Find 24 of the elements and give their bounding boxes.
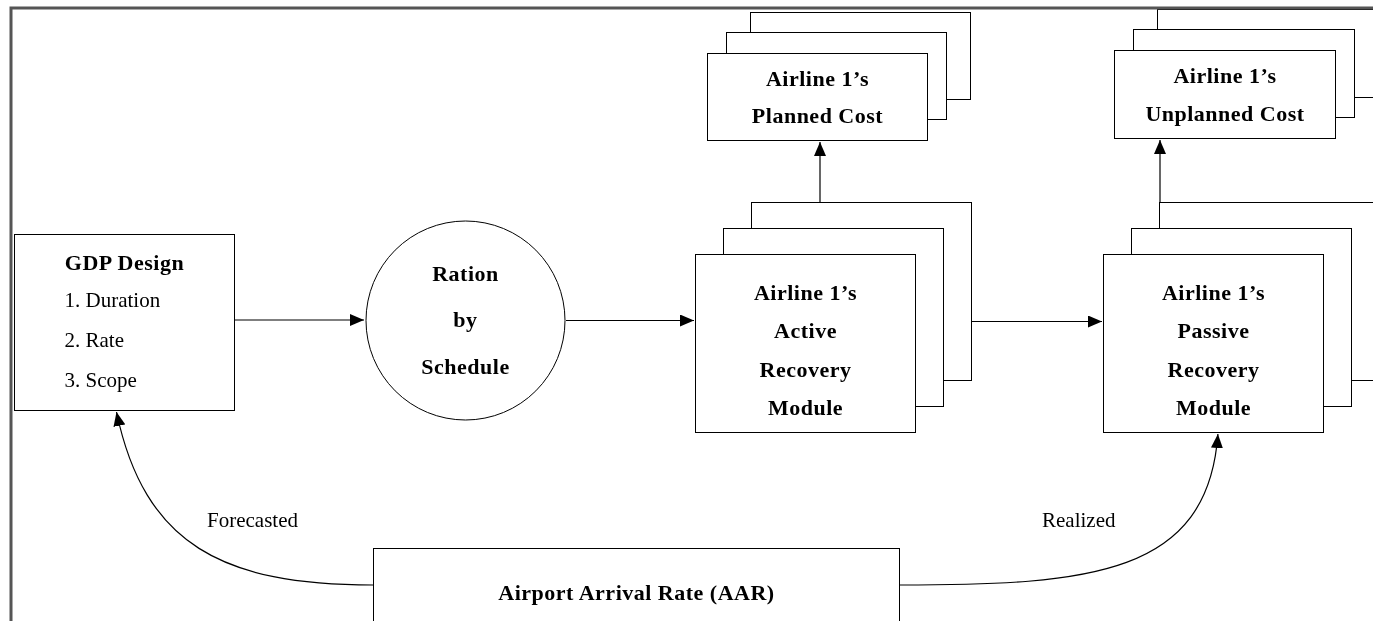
arrow [1154, 139, 1166, 203]
node-title: Airline 1’s Active Recovery Module [752, 278, 859, 422]
process-circle [365, 220, 566, 421]
arrow [565, 314, 695, 327]
stacked-process-box [695, 254, 916, 433]
stacked-process-box [707, 53, 928, 141]
arrow [971, 315, 1103, 328]
process-box [373, 548, 900, 621]
arrow [234, 314, 365, 326]
list-item: 2. Rate [64, 327, 125, 355]
stacked-process-box [1103, 254, 1324, 433]
node-title: Airport Arrival Rate (AAR) [498, 579, 775, 608]
arrow [113, 411, 374, 586]
node-title: Ration by Schedule [421, 260, 510, 381]
node-title: Airline 1’s Unplanned Cost [1144, 62, 1306, 128]
stacked-process-box [1114, 50, 1336, 139]
list-item: 3. Scope [64, 367, 138, 395]
arrow [814, 141, 826, 203]
node-title: GDP Design [64, 248, 185, 277]
list-item: 1. Duration [64, 287, 162, 315]
node-title: Airline 1’s Planned Cost [750, 64, 885, 130]
process-box [14, 234, 235, 411]
arrow [899, 433, 1223, 586]
node-title: Airline 1’s Passive Recovery Module [1160, 278, 1267, 422]
